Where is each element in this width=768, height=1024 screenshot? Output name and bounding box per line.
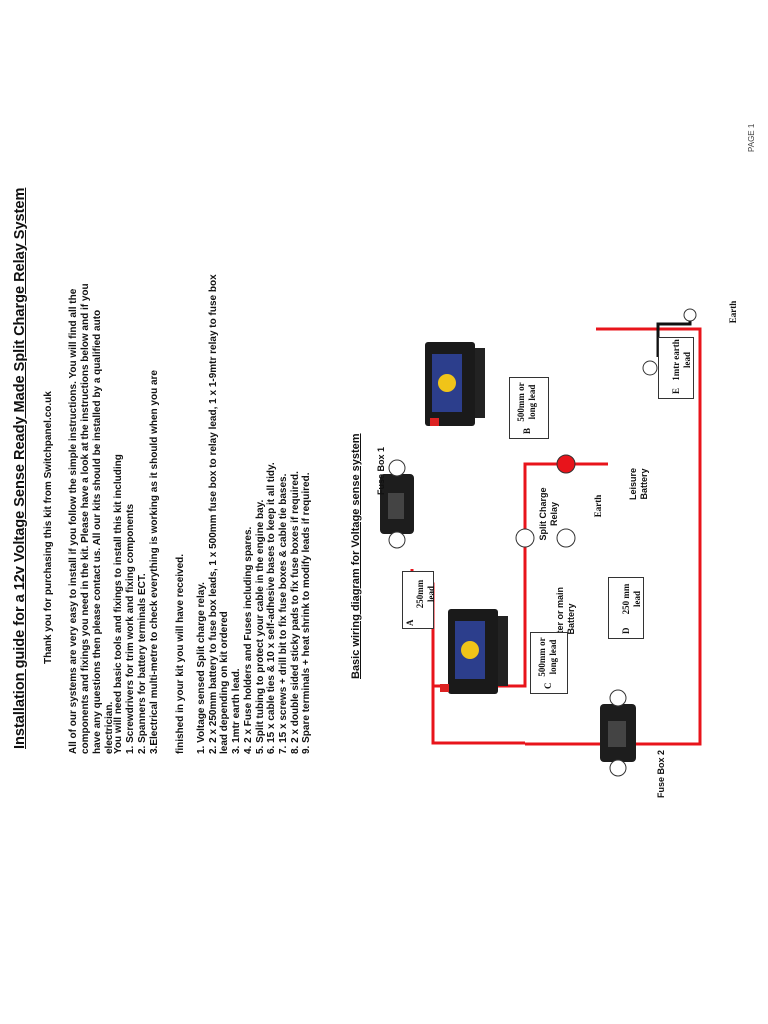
lead-d-letter: D xyxy=(621,627,631,635)
fuse-box-1-graphic xyxy=(380,459,414,549)
lead-e-letter: E xyxy=(671,387,681,394)
relay-label: Split Charge Relay xyxy=(538,487,559,541)
lead-e-box: E 1mtr earth lead xyxy=(658,337,694,399)
red-wire-bottom xyxy=(596,327,702,741)
relay-earth-label: Earth xyxy=(593,494,603,518)
lead-d-box: D 250 mm lead xyxy=(608,577,644,639)
fuse-box-1-label: Fuse Box 1 xyxy=(376,447,386,496)
leisure-battery-terminal xyxy=(642,360,658,376)
lead-c-letter: C xyxy=(543,682,553,690)
lead-b-letter: B xyxy=(522,427,532,434)
earth-end-label: Earth xyxy=(728,300,738,324)
relay-terminal-left xyxy=(515,528,535,548)
relay-terminal-red xyxy=(556,454,576,474)
lead-a-text: 250mm lead xyxy=(415,579,436,609)
lead-c-text: 500mm or long lead xyxy=(537,637,558,677)
lead-b-text: 500mm or long lead xyxy=(516,382,537,422)
lead-a-letter: A xyxy=(405,619,415,627)
fuse-box-2-label: Fuse Box 2 xyxy=(656,750,666,799)
leisure-battery-graphic xyxy=(425,342,485,426)
lead-e-text: 1mtr earth lead xyxy=(671,339,692,381)
lead-b-box: B 500mm or long lead xyxy=(509,377,549,439)
earth-terminal-end xyxy=(683,308,697,322)
starter-battery-graphic xyxy=(440,609,508,694)
lead-d-text: 250 mm lead xyxy=(621,583,642,615)
lead-a-box: A 250mm lead xyxy=(402,571,436,629)
lead-c-box: C 500mm or long lead xyxy=(530,632,568,694)
leisure-battery-label: Leisure Battery xyxy=(628,468,649,501)
red-wire-left xyxy=(431,686,525,745)
fuse-box-2-graphic xyxy=(600,689,636,777)
page-number: PAGE 1 xyxy=(747,123,756,152)
relay-terminal-bottom xyxy=(556,528,576,548)
